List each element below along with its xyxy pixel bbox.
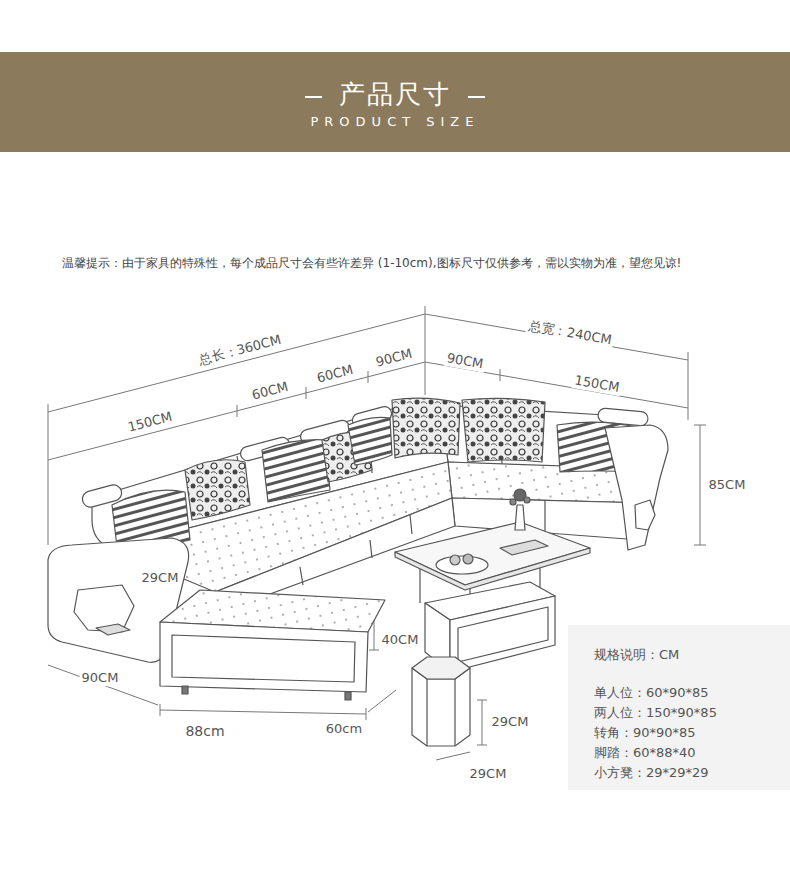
coffee-table (436, 556, 488, 574)
dimension-label: 150CM (574, 372, 621, 395)
dimension-label-box: 150CM (124, 408, 175, 435)
dimension-label-box: 90CM (444, 350, 487, 372)
spec-line: 小方凳：29*29*29 (594, 763, 770, 783)
coffee-table (510, 499, 516, 505)
sofa (392, 398, 460, 458)
dimension-lines (482, 700, 483, 745)
dimension-label: 29CM (142, 570, 179, 585)
subtitle: PRODUCT SIZE (311, 114, 480, 129)
dimension-label-box: 60cm (324, 721, 364, 737)
dimension-lines (477, 700, 487, 701)
dimension-label-box: 88cm (183, 723, 226, 740)
dimension-label: 88cm (185, 723, 224, 739)
coffee-table (524, 497, 530, 503)
spec-heading: 规格说明：CM (594, 645, 770, 665)
dimension-lines (694, 545, 706, 546)
sofa (172, 635, 355, 682)
dimension-label-box: 90CM (80, 670, 121, 686)
sofa (160, 622, 368, 692)
dimension-label-box: 60CM (248, 378, 291, 403)
dimension-label: 29CM (492, 714, 529, 729)
spec-line: 两人位：150*90*85 (594, 703, 770, 723)
dimension-label-box: 29CM (490, 714, 531, 730)
coffee-table (500, 540, 548, 555)
title-dashes (305, 96, 322, 98)
sofa (185, 460, 250, 520)
spec-line: 转角：90*90*85 (594, 723, 770, 743)
dimension-lines (369, 650, 379, 651)
dimension-label-box: 总长：360CM (195, 331, 284, 368)
spec-line: 单人位：60*90*85 (594, 683, 770, 703)
dimension-lines (160, 704, 161, 716)
dimension-label-box: 29CM (140, 570, 181, 586)
dimension-lines (700, 425, 701, 545)
sofa (348, 417, 392, 465)
dimension-label: 90CM (82, 670, 119, 685)
dimension-lines (237, 405, 238, 417)
stool (412, 657, 470, 679)
dimension-label: 总宽：240CM (527, 318, 612, 347)
stool (412, 668, 470, 746)
dimension-label-box: 总宽：240CM (525, 318, 614, 349)
page-title: 产品尺寸 (339, 79, 451, 109)
stool (412, 657, 470, 746)
coffee-table (463, 554, 473, 564)
dimension-lines (688, 352, 689, 420)
dimension-lines (306, 387, 307, 399)
spec-panel: 规格说明：CM 单人位：60*90*85两人位：150*90*85转角：90*90… (568, 625, 790, 790)
subtitle-box: PRODUCT SIZE (311, 114, 480, 130)
dimension-lines (694, 425, 706, 426)
dimension-lines (48, 665, 158, 705)
dimension-label-box: 90CM (372, 345, 415, 370)
title-dashes (468, 96, 485, 98)
dimension-lines (160, 710, 366, 714)
coffee-table (450, 596, 555, 672)
spec-line: 脚踏：60*88*40 (594, 743, 770, 763)
sofa (262, 440, 330, 502)
dimension-label: 150CM (126, 409, 173, 435)
coffee-table (515, 505, 525, 530)
dimension-lines (368, 371, 369, 383)
dimension-lines (368, 690, 396, 712)
page-title-box: 产品尺寸 (339, 79, 451, 110)
sofa (182, 686, 188, 694)
sofa (635, 500, 655, 530)
dimension-lines (436, 752, 470, 760)
dimension-label-box: 85CM (707, 477, 748, 493)
dimension-label: 85CM (709, 477, 746, 492)
dimension-lines (500, 369, 501, 381)
dimension-lines (366, 708, 367, 720)
dimension-label: 29CM (470, 766, 507, 781)
sofa (96, 624, 130, 635)
coffee-table (458, 607, 548, 662)
dimension-lines (477, 745, 487, 746)
dimension-lines (48, 404, 49, 545)
dimension-lines (425, 306, 426, 395)
sofa (74, 585, 134, 632)
coffee-table (395, 522, 590, 585)
coffee-table (450, 555, 460, 565)
coffee-table (395, 489, 590, 672)
dimension-label: 40CM (382, 632, 419, 647)
dimension-lines (48, 314, 425, 412)
stool (427, 679, 455, 746)
sofa (605, 425, 668, 550)
dimension-label: 90CM (446, 350, 485, 371)
sofa (462, 398, 545, 462)
dimension-label: 60cm (326, 721, 362, 736)
note-text: 温馨提示：由于家具的特殊性，每个成品尺寸会有些许差异 (1-10cm),图标尺寸… (62, 256, 681, 270)
dimension-label-box: 40CM (380, 632, 421, 648)
dimension-label-box: 60CM (313, 361, 356, 386)
dimension-label-box: 29CM (468, 766, 509, 782)
sofa (345, 692, 351, 700)
note-text-box: 温馨提示：由于家具的特殊性，每个成品尺寸会有些许差异 (1-10cm),图标尺寸… (62, 256, 681, 270)
coffee-table (395, 548, 590, 590)
